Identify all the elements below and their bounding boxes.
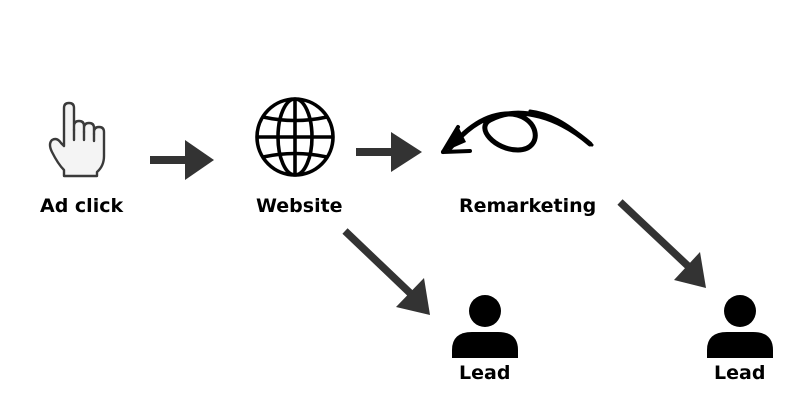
website-label: Website xyxy=(256,195,343,217)
arrow-website-to-remarketing xyxy=(356,132,422,172)
curved-return-arrow-icon xyxy=(441,109,594,154)
arrow-ad-click-to-website xyxy=(150,140,214,180)
ad-click-label: Ad click xyxy=(40,195,124,217)
lead-label: Lead xyxy=(714,362,766,384)
globe-icon xyxy=(255,97,335,177)
person-icon xyxy=(452,295,518,358)
person-icon xyxy=(707,295,773,358)
arrow-website-to-lead xyxy=(342,228,430,315)
remarketing-label: Remarketing xyxy=(459,195,597,217)
pointing-hand-icon xyxy=(48,101,106,178)
arrow-remarketing-to-lead xyxy=(617,199,706,288)
lead-label: Lead xyxy=(459,362,511,384)
